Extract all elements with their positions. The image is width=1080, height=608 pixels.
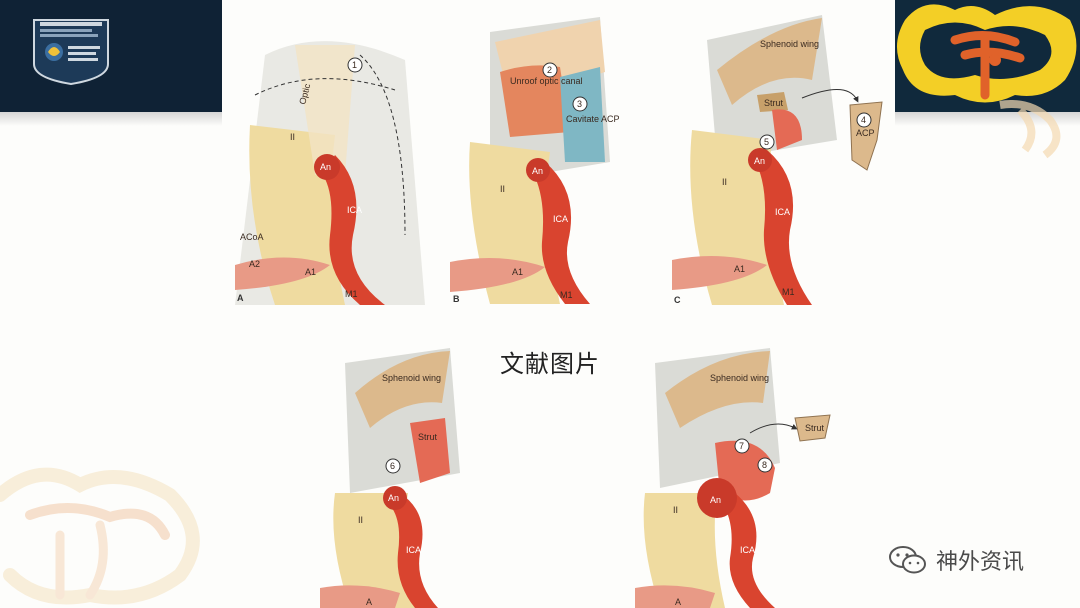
term-ii: II <box>673 505 678 515</box>
callout-6: 6 <box>390 461 395 471</box>
term-a: A <box>366 597 372 607</box>
decorative-banner-shadow <box>895 112 1080 126</box>
term-unroof: Unroof optic canal <box>510 76 583 86</box>
callout-1: 1 <box>352 60 357 70</box>
wechat-watermark: 神外资讯 <box>888 543 1024 577</box>
term-sphenoid: Sphenoid wing <box>710 373 769 383</box>
term-ii: II <box>722 177 727 187</box>
term-sphenoid: Sphenoid wing <box>382 373 441 383</box>
term-m1: M1 <box>345 289 358 299</box>
term-ica: ICA <box>347 205 362 215</box>
term-a: A <box>675 597 681 607</box>
brain-art-decoration <box>896 4 1077 103</box>
sphenoid-wing-shape <box>717 18 822 105</box>
term-cavitate: Cavitate ACP <box>566 114 620 124</box>
term-ii: II <box>358 515 363 525</box>
watermark-text: 神外资讯 <box>936 550 1025 575</box>
panel-label: B <box>453 294 460 304</box>
term-an: An <box>320 162 331 172</box>
term-acoa: ACoA <box>240 232 264 242</box>
wechat-icon <box>889 546 926 574</box>
illustration-panel-e: Sphenoid wing Strut 7 8 II An ICA A <box>635 343 835 608</box>
term-ica: ICA <box>740 545 755 555</box>
term-ii: II <box>290 132 295 142</box>
term-strut: Strut <box>805 423 825 433</box>
cavitate-region <box>560 67 605 162</box>
term-an: An <box>532 166 543 176</box>
illustration-panel-a: 1 Optic II An ICA ACoA A2 A1 M1 A <box>235 35 435 305</box>
faded-brain-decoration <box>0 467 200 605</box>
term-sphenoid: Sphenoid wing <box>760 39 819 49</box>
panel-label: C <box>674 295 681 305</box>
callout-7: 7 <box>739 441 744 451</box>
hospital-logo <box>33 19 109 86</box>
callout-3: 3 <box>577 99 582 109</box>
decorative-banner <box>895 0 1080 112</box>
term-a2: A2 <box>249 259 260 269</box>
callout-2: 2 <box>547 65 552 75</box>
illustration-panel-d: Sphenoid wing Strut 6 II An ICA A <box>320 343 485 608</box>
term-strut: Strut <box>418 432 438 442</box>
unroof-region <box>500 65 570 137</box>
term-m1: M1 <box>782 287 795 297</box>
term-a1: A1 <box>734 264 745 274</box>
callout-8: 8 <box>762 460 767 470</box>
callout-4: 4 <box>861 115 866 125</box>
term-ica: ICA <box>553 214 568 224</box>
header-shadow <box>0 112 222 126</box>
term-ica: ICA <box>406 545 421 555</box>
aneurysm-shape <box>314 154 340 180</box>
callout-5: 5 <box>764 137 769 147</box>
figure-caption: 文献图片 <box>500 350 600 378</box>
term-an: An <box>388 493 399 503</box>
term-an: An <box>710 495 721 505</box>
term-ii: II <box>500 184 505 194</box>
ica-shape <box>323 155 385 305</box>
term-m1: M1 <box>560 290 573 300</box>
panel-label: A <box>237 293 244 303</box>
term-a1: A1 <box>305 267 316 277</box>
removed-strut-shape <box>794 414 831 442</box>
term-ica: ICA <box>775 207 790 217</box>
header-band <box>0 0 222 112</box>
term-strut: Strut <box>764 98 784 108</box>
term-acp: ACP <box>856 128 875 138</box>
brain-art-fade <box>999 100 1061 159</box>
illustration-panel-b: 2 Unroof optic canal 3 Cavitate ACP II A… <box>450 12 665 304</box>
illustration-panel-c: Sphenoid wing Strut 4 ACP 5 II An ICA A1… <box>672 10 892 305</box>
term-a1: A1 <box>512 267 523 277</box>
term-an: An <box>754 156 765 166</box>
